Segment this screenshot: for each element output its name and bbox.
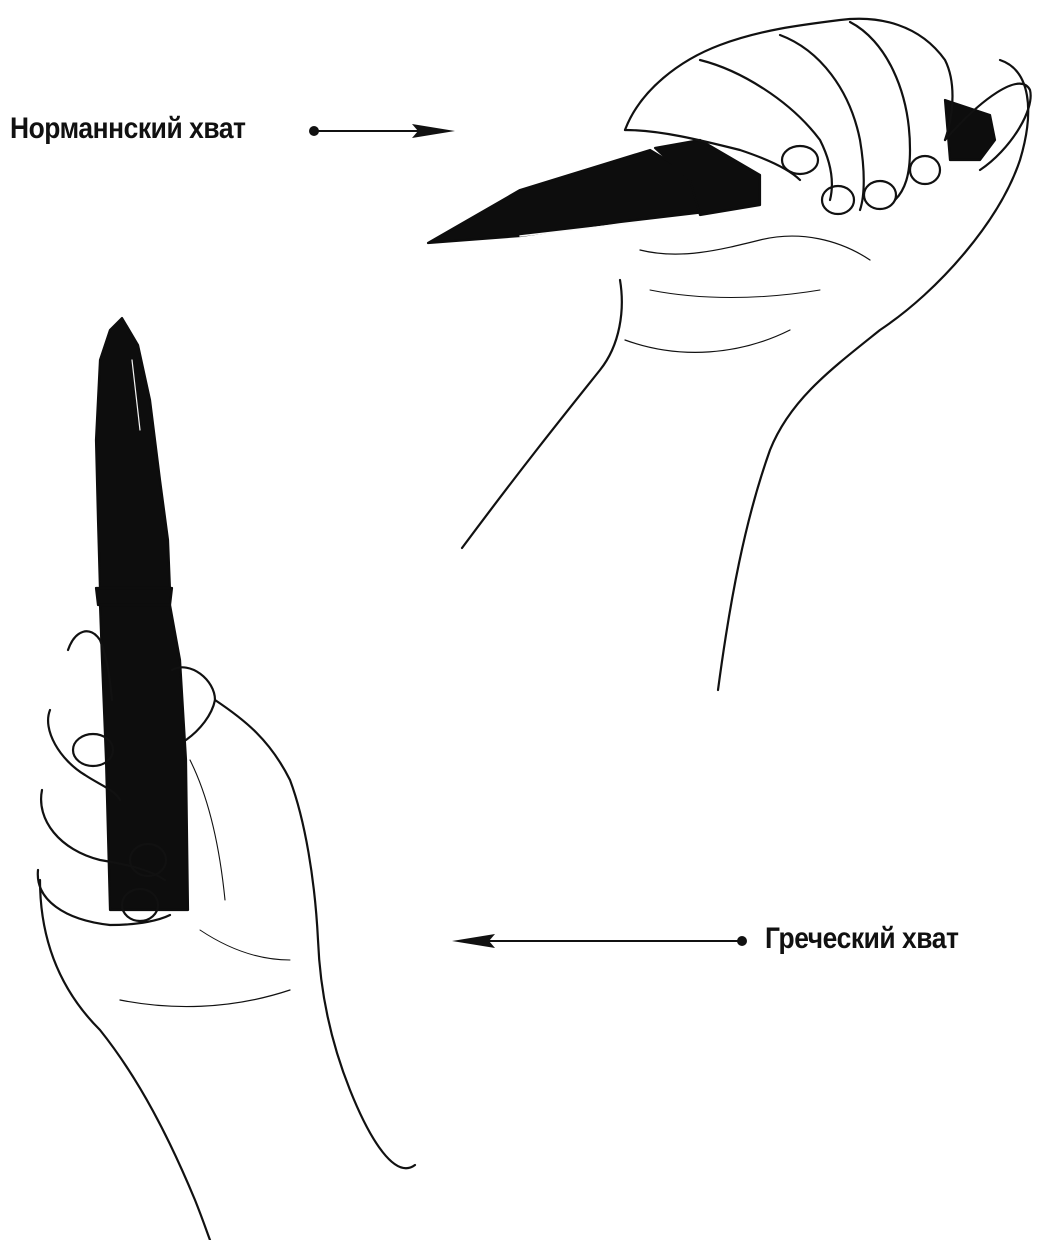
norman-arrow (309, 124, 455, 138)
norman-palm-line (640, 236, 870, 260)
norman-wrist-line (625, 330, 790, 352)
norman-nail-2 (822, 186, 854, 214)
norman-finger-4 (850, 22, 910, 200)
norman-palm-line-2 (650, 290, 820, 298)
norman-dagger-blade (428, 150, 705, 243)
greek-grip-label: Греческий хват (765, 922, 958, 956)
greek-wrist-crease (120, 990, 290, 1007)
greek-dagger-guard (96, 588, 172, 605)
norman-nail-4 (910, 156, 940, 184)
greek-forearm-left (40, 880, 210, 1240)
norman-nail-1 (782, 146, 818, 174)
norman-grip-label: Норманнский хват (10, 112, 246, 146)
greek-palm-line (190, 760, 225, 900)
greek-palm-line-2 (200, 930, 290, 960)
greek-grip-figure (38, 318, 415, 1240)
norman-forearm (462, 280, 622, 548)
norman-hand-outline (625, 19, 953, 140)
norman-finger-3 (780, 35, 864, 210)
greek-arrow-tail (737, 936, 747, 946)
greek-arrow (452, 934, 747, 948)
greek-dagger-handle (100, 605, 188, 910)
norman-arrow-head (412, 124, 455, 138)
greek-back-of-hand (215, 700, 415, 1168)
norman-arrow-tail (309, 126, 319, 136)
greek-arrow-head (452, 934, 495, 948)
norman-grip-figure (428, 19, 1031, 690)
norman-nail-3 (864, 181, 896, 209)
greek-dagger-blade (96, 318, 170, 590)
